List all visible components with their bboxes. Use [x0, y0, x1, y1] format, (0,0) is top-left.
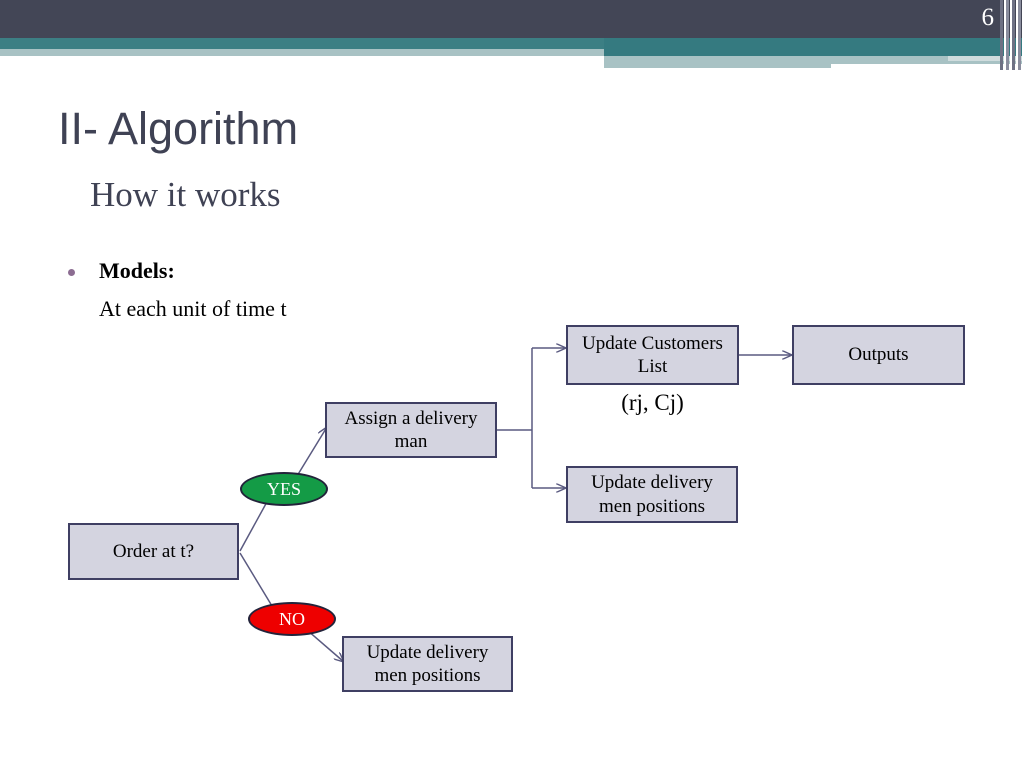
- bullet-detail: At each unit of time t: [99, 296, 287, 321]
- header-bar: [0, 0, 1024, 38]
- edge-no-updatepos: [306, 629, 344, 662]
- page-number: 6: [981, 4, 995, 31]
- pale-band-3: [831, 61, 1024, 64]
- flow-node-update-men-positions-middle[interactable]: Update delivery men positions: [566, 466, 738, 523]
- bullet-label: Models:: [99, 258, 175, 283]
- flow-node-yes[interactable]: YES: [240, 472, 328, 506]
- flow-node-update-men-positions-bottom[interactable]: Update delivery men positions: [342, 636, 513, 692]
- pale-band-2: [604, 61, 831, 68]
- page-subtitle: How it works: [90, 175, 281, 214]
- flow-node-assign-delivery-man[interactable]: Assign a delivery man: [325, 402, 497, 458]
- flow-node-order-at-t[interactable]: Order at t?: [68, 523, 239, 580]
- flow-node-no[interactable]: NO: [248, 602, 336, 636]
- bullet-item-models: Models:: [68, 258, 175, 284]
- edge-order-yes: [239, 499, 269, 552]
- teal-band-right: [604, 38, 1024, 56]
- pale-band-4: [948, 56, 1024, 61]
- edge-yes-assign: [296, 427, 327, 477]
- pale-band-left: [0, 49, 604, 56]
- page-title: II- Algorithm: [58, 103, 299, 154]
- flow-node-update-customers-list[interactable]: Update Customers List: [566, 325, 739, 385]
- flow-caption-rj-cj: (rj, Cj): [621, 390, 684, 415]
- header-vertical-stripes: [1000, 0, 1024, 70]
- bullet-dot-icon: [68, 269, 75, 277]
- flow-node-outputs[interactable]: Outputs: [792, 325, 965, 385]
- pale-band-1: [604, 56, 948, 61]
- edge-order-no: [239, 552, 273, 607]
